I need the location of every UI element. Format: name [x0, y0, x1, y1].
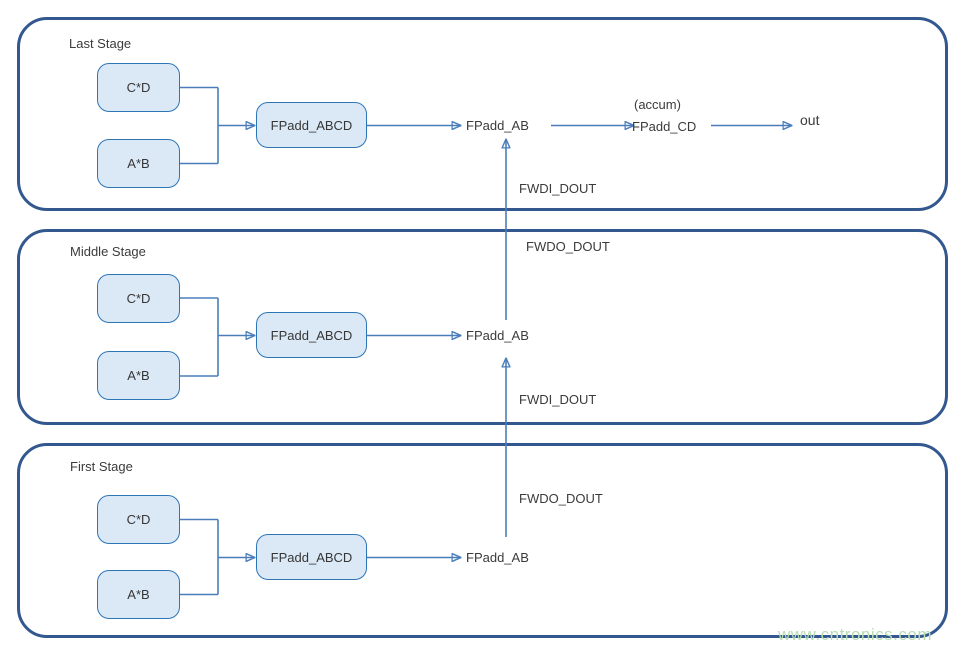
stage-middle-title: Middle Stage: [70, 244, 146, 259]
stage-first-container: [17, 443, 948, 638]
last-fwdi-dout-label: FWDI_DOUT: [519, 181, 597, 196]
stage-first-title: First Stage: [70, 459, 133, 474]
middle-ab-node: A*B: [97, 351, 180, 400]
middle-fwdo-dout-label: FWDO_DOUT: [526, 239, 610, 254]
first-fwdo-dout-label: FWDO_DOUT: [519, 491, 603, 506]
watermark: www.cntronics.com: [778, 625, 932, 644]
out-label: out: [800, 112, 820, 128]
fpadd-cd-label: FPadd_CD: [632, 119, 697, 134]
last-ab-node: A*B: [97, 139, 180, 188]
last-fpadd-ab-label: FPadd_AB: [466, 118, 529, 133]
middle-fpadd-abcd-node: FPadd_ABCD: [256, 312, 367, 358]
stage-middle-container: [17, 229, 948, 425]
last-fpadd-abcd-node: FPadd_ABCD: [256, 102, 367, 148]
stage-last-title: Last Stage: [69, 36, 132, 51]
stage-last-container: [17, 17, 948, 211]
first-fpadd-abcd-node: FPadd_ABCD: [256, 534, 367, 580]
first-ab-node: A*B: [97, 570, 180, 619]
accum-note-label: (accum): [634, 97, 681, 112]
middle-fpadd-ab-label: FPadd_AB: [466, 328, 529, 343]
middle-fwdi-dout-label: FWDI_DOUT: [519, 392, 597, 407]
last-cd-node: C*D: [97, 63, 180, 112]
first-cd-node: C*D: [97, 495, 180, 544]
middle-cd-node: C*D: [97, 274, 180, 323]
first-fpadd-ab-label: FPadd_AB: [466, 550, 529, 565]
